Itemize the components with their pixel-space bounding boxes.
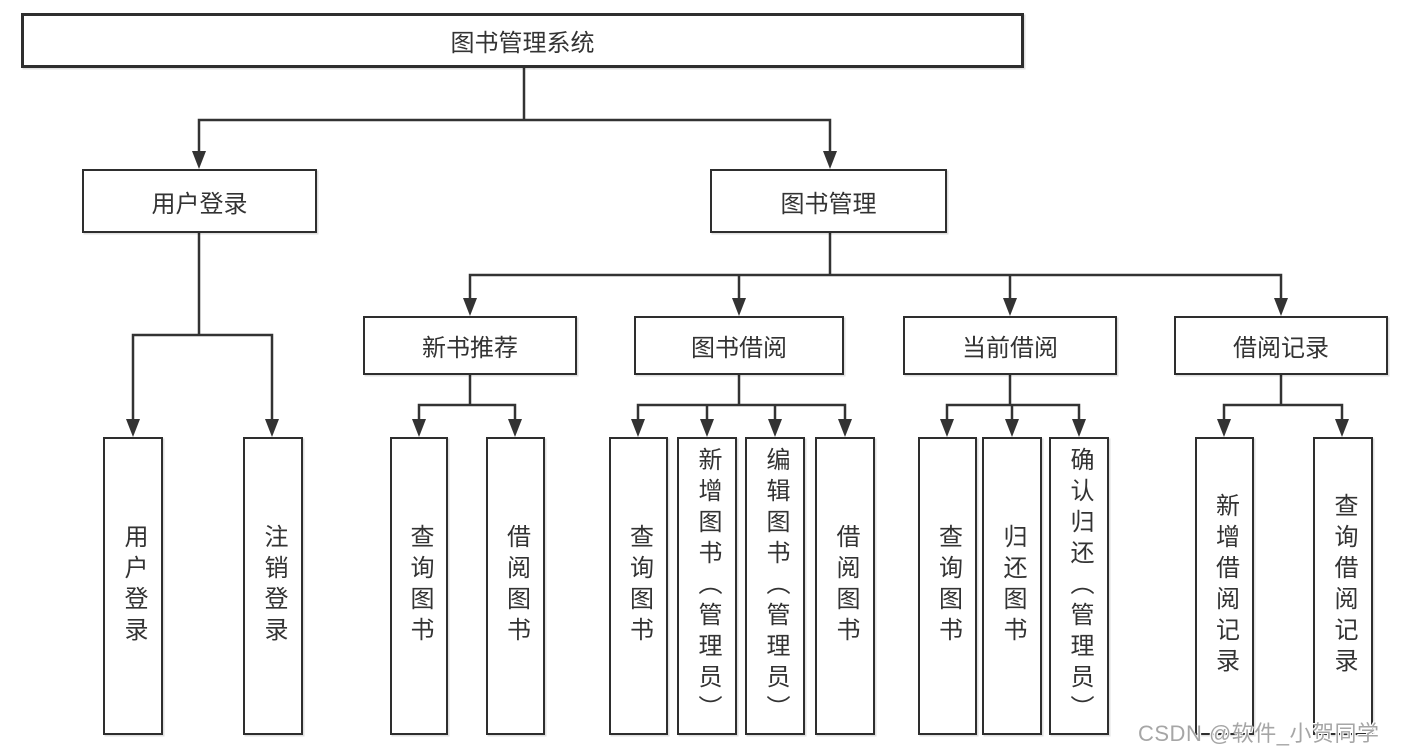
connector-root-to-level1 [197, 68, 832, 153]
leaf-edit-books-admin: 编辑图书（管理员） [745, 437, 805, 735]
arrowhead [463, 298, 477, 316]
leaf-add-books-admin: 新增图书（管理员） [677, 437, 737, 735]
node-label: 图书借阅 [691, 335, 787, 362]
arrowhead [1335, 419, 1349, 437]
leaf-label: 新增借阅记录 [1211, 493, 1239, 679]
node-user-login-group: 用户登录 [82, 169, 317, 233]
arrowhead [192, 151, 206, 169]
connector-records-to-leaves [1222, 375, 1344, 421]
leaf-borrow-books: 借阅图书 [815, 437, 875, 735]
node-label: 图书管理系统 [450, 30, 595, 57]
arrowhead [823, 151, 837, 169]
leaf-query-books-current: 查询图书 [918, 437, 977, 735]
arrowhead [508, 419, 522, 437]
leaf-borrow-books-recommend: 借阅图书 [486, 437, 545, 735]
node-current-borrow: 当前借阅 [903, 316, 1117, 375]
arrowhead [700, 419, 714, 437]
leaf-logout: 注销登录 [243, 437, 303, 735]
connector-newbook-to-leaves [417, 375, 517, 421]
connector-userlogin-to-leaves [131, 233, 274, 421]
leaf-label: 用户登录 [120, 524, 147, 648]
leaf-query-books-recommend: 查询图书 [390, 437, 448, 735]
leaf-label: 查询借阅记录 [1330, 493, 1357, 679]
leaf-label: 注销登录 [260, 524, 287, 648]
leaf-label: 确认归还（管理员） [1066, 446, 1093, 726]
leaf-label: 归还图书 [999, 524, 1026, 648]
arrowhead [768, 419, 782, 437]
node-label: 新书推荐 [422, 335, 518, 362]
node-label: 借阅记录 [1233, 335, 1329, 362]
arrowhead [412, 419, 426, 437]
arrowhead [265, 419, 279, 437]
node-book-borrow: 图书借阅 [634, 316, 844, 375]
arrowhead [126, 419, 140, 437]
arrowhead [1072, 419, 1086, 437]
leaf-user-login: 用户登录 [103, 437, 163, 735]
arrowhead [940, 419, 954, 437]
node-borrow-records: 借阅记录 [1174, 316, 1388, 375]
connector-bookborrow-to-leaves [636, 375, 847, 421]
arrowhead [1274, 298, 1288, 316]
node-label: 用户登录 [151, 190, 248, 218]
node-library-system: 图书管理系统 [21, 13, 1024, 68]
node-label: 当前借阅 [962, 335, 1058, 362]
leaf-label: 查询图书 [406, 524, 433, 648]
arrowhead [838, 419, 852, 437]
node-new-book-recommend: 新书推荐 [363, 316, 577, 375]
leaf-return-books: 归还图书 [982, 437, 1042, 735]
connector-currentborrow-to-leaves [945, 375, 1081, 421]
leaf-query-books-borrow: 查询图书 [609, 437, 668, 735]
leaf-label: 新增图书（管理员） [694, 446, 721, 726]
arrowhead [1005, 419, 1019, 437]
arrowhead [732, 298, 746, 316]
arrowhead [1217, 419, 1231, 437]
node-label: 图书管理 [780, 190, 877, 218]
leaf-add-borrow-record: 新增借阅记录 [1195, 437, 1254, 735]
arrowheads [126, 151, 1349, 437]
csdn-watermark: CSDN @软件_小贺同学 [1138, 721, 1380, 746]
leaf-label: 借阅图书 [832, 524, 859, 648]
leaf-confirm-return-admin: 确认归还（管理员） [1049, 437, 1109, 735]
leaf-label: 查询图书 [625, 524, 653, 648]
arrowhead [1003, 298, 1017, 316]
leaf-label: 借阅图书 [502, 524, 530, 648]
node-book-management: 图书管理 [710, 169, 947, 233]
connector-bookmgmt-to-level2 [468, 233, 1283, 300]
leaf-label: 编辑图书（管理员） [762, 446, 789, 726]
arrowhead [631, 419, 645, 437]
leaf-query-borrow-record: 查询借阅记录 [1313, 437, 1373, 735]
leaf-label: 查询图书 [934, 524, 962, 648]
